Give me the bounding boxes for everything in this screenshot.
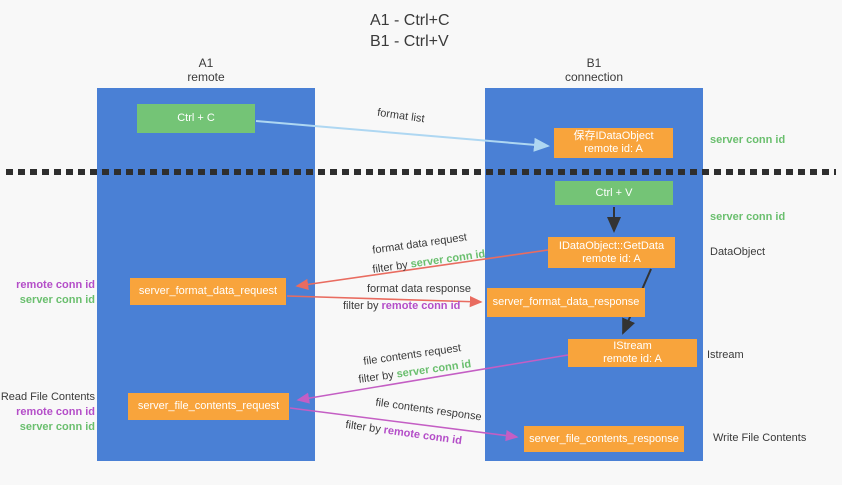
getdata-line2: remote id: A bbox=[582, 252, 641, 265]
server-file-contents-response-label: server_file_contents_response bbox=[529, 432, 679, 445]
column-a1-subtitle: remote bbox=[187, 70, 225, 84]
filter-prefix-3: filter by bbox=[357, 368, 398, 386]
ctrl-c-label: Ctrl + C bbox=[177, 112, 215, 124]
title-line-2: B1 - Ctrl+V bbox=[370, 33, 449, 50]
server-file-contents-request-box: server_file_contents_request bbox=[128, 393, 289, 420]
column-b1-name: B1 bbox=[586, 56, 602, 70]
server-format-data-response-label: server_format_data_response bbox=[492, 296, 640, 308]
left-file-remote-conn-id: remote conn id bbox=[16, 406, 95, 418]
filter-value-server-1: server conn id bbox=[409, 248, 487, 271]
left-format-remote-conn-id: remote conn id bbox=[16, 279, 95, 291]
title-line-1: A1 - Ctrl+C bbox=[370, 12, 450, 29]
save-idataobject-box: 保存IDataObject remote id: A bbox=[554, 128, 673, 158]
left-format-server-conn-id: server conn id bbox=[19, 294, 95, 306]
left-file-server-conn-id: server conn id bbox=[19, 421, 95, 433]
read-file-contents-label: Read File Contents bbox=[0, 391, 95, 403]
copy-paste-separator-line bbox=[6, 169, 836, 175]
server-format-data-request-box: server_format_data_request bbox=[130, 278, 286, 305]
server-conn-id-label-mid: server conn id bbox=[710, 211, 786, 223]
ctrl-v-label: Ctrl + V bbox=[595, 186, 633, 199]
server-file-contents-response-box: server_file_contents_response bbox=[524, 426, 684, 452]
format-list-label: format list bbox=[376, 106, 426, 126]
getdata-line1: IDataObject::GetData bbox=[558, 239, 665, 252]
filter-prefix-2: filter by bbox=[343, 300, 382, 312]
filter-prefix-1: filter by bbox=[371, 258, 412, 276]
filter-by-remote-conn-id-label-1: filter by remote conn id bbox=[343, 300, 460, 312]
left-file-conn-labels: Read File Contents remote conn id server… bbox=[0, 390, 95, 435]
column-a1-name: A1 bbox=[198, 56, 214, 70]
istream-line2: remote id: A bbox=[603, 353, 662, 365]
server-format-data-response-box: server_format_data_response bbox=[487, 288, 645, 317]
write-file-contents-label: Write File Contents bbox=[713, 432, 807, 444]
server-conn-id-label-top: server conn id bbox=[710, 134, 786, 146]
istream-box: IStream remote id: A bbox=[568, 339, 697, 367]
dataobject-label: DataObject bbox=[710, 246, 766, 258]
filter-value-remote-1: remote conn id bbox=[381, 300, 461, 312]
column-header-b1: B1 connection bbox=[485, 56, 703, 84]
filter-prefix-4: filter by bbox=[344, 418, 385, 437]
idataobject-getdata-box: IDataObject::GetData remote id: A bbox=[548, 237, 675, 268]
filter-by-remote-conn-id-label-2: filter by remote conn id bbox=[345, 419, 463, 447]
save-idataobject-line2: remote id: A bbox=[584, 143, 643, 155]
column-b1-subtitle: connection bbox=[564, 70, 624, 84]
left-format-conn-labels: remote conn id server conn id bbox=[0, 278, 95, 308]
diagram-title: A1 - Ctrl+C B1 - Ctrl+V bbox=[370, 10, 450, 52]
column-header-a1: A1 remote bbox=[97, 56, 315, 84]
ctrl-v-box: Ctrl + V bbox=[555, 181, 673, 205]
filter-value-remote-2: remote conn id bbox=[382, 424, 463, 448]
file-contents-response-label: file contents response bbox=[374, 396, 483, 424]
save-idataobject-line1: 保存IDataObject bbox=[573, 130, 654, 142]
istream-side-label: Istream bbox=[707, 349, 744, 361]
istream-line1: IStream bbox=[613, 340, 652, 352]
server-format-data-request-label: server_format_data_request bbox=[138, 285, 278, 297]
format-data-response-label: format data response bbox=[367, 283, 471, 295]
server-file-contents-request-label: server_file_contents_request bbox=[137, 400, 280, 412]
ctrl-c-box: Ctrl + C bbox=[137, 104, 255, 133]
